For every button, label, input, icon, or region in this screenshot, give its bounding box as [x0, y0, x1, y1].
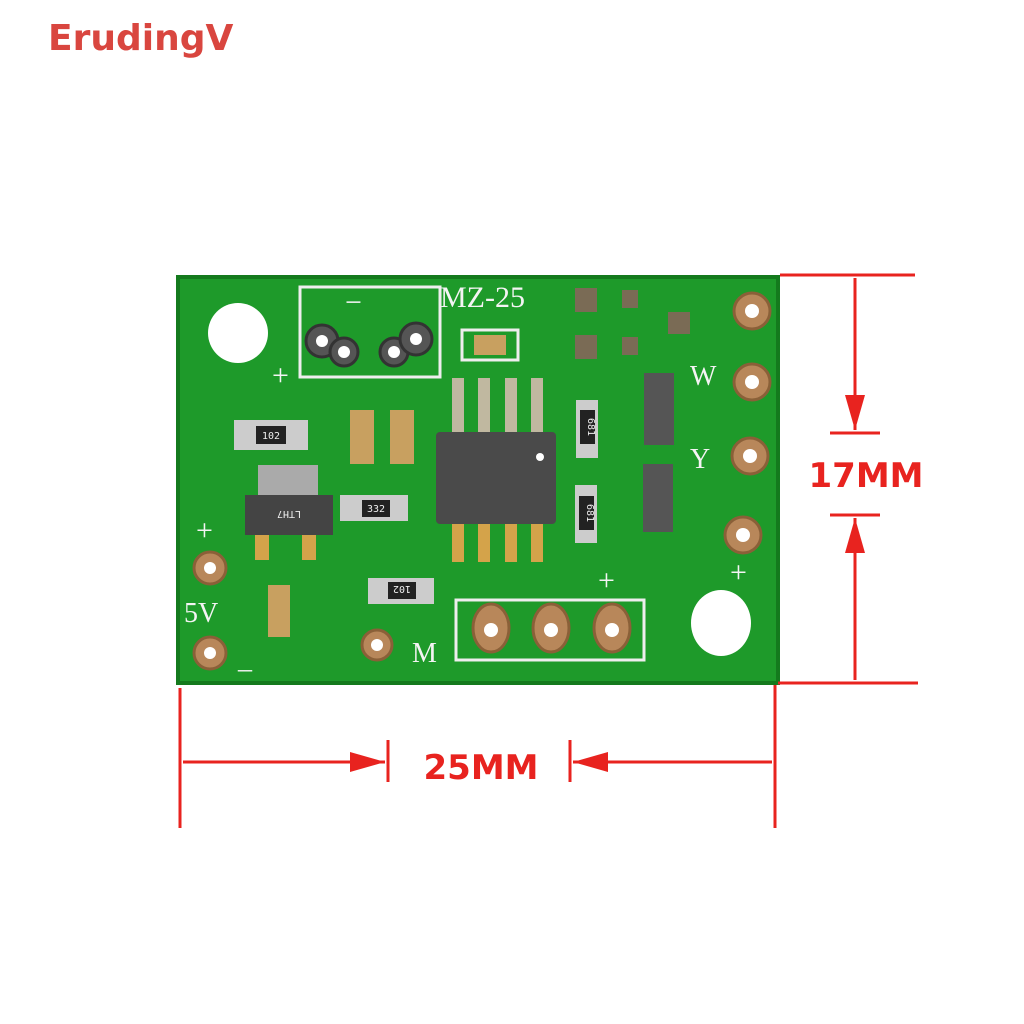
label-w: W: [690, 361, 717, 392]
pin-pads: [192, 291, 772, 671]
label-plus: +: [730, 556, 747, 589]
mounting-hole: [691, 590, 751, 656]
label-5v: 5V: [184, 598, 218, 629]
mounting-hole: [208, 303, 268, 363]
pcb-board: LTH7 102 332 681 681 102: [176, 275, 780, 685]
ic-chip: [436, 378, 556, 562]
label-plus: +: [272, 359, 289, 392]
label-y: Y: [690, 444, 710, 475]
resistor-code: 681: [584, 504, 595, 522]
regulator-chip: LTH7: [245, 465, 333, 560]
brand-watermark: ErudingV: [48, 18, 234, 59]
regulator-code: LTH7: [277, 508, 301, 519]
resistor-code: 102: [393, 583, 411, 594]
resistor-code: 332: [367, 504, 385, 515]
label-minus: _: [237, 644, 253, 675]
dimension-width: [178, 685, 777, 828]
label-m: M: [412, 638, 437, 669]
height-dimension-label: 17MM: [809, 456, 924, 496]
label-plus: +: [196, 514, 213, 547]
label-minus: −: [345, 286, 362, 319]
dimension-height: [778, 273, 918, 685]
resistor-code: 102: [262, 431, 280, 442]
model-label: MZ-25: [440, 281, 525, 314]
resistor-code: 681: [585, 418, 596, 436]
label-plus: +: [598, 564, 615, 597]
width-dimension-label: 25MM: [424, 748, 539, 788]
